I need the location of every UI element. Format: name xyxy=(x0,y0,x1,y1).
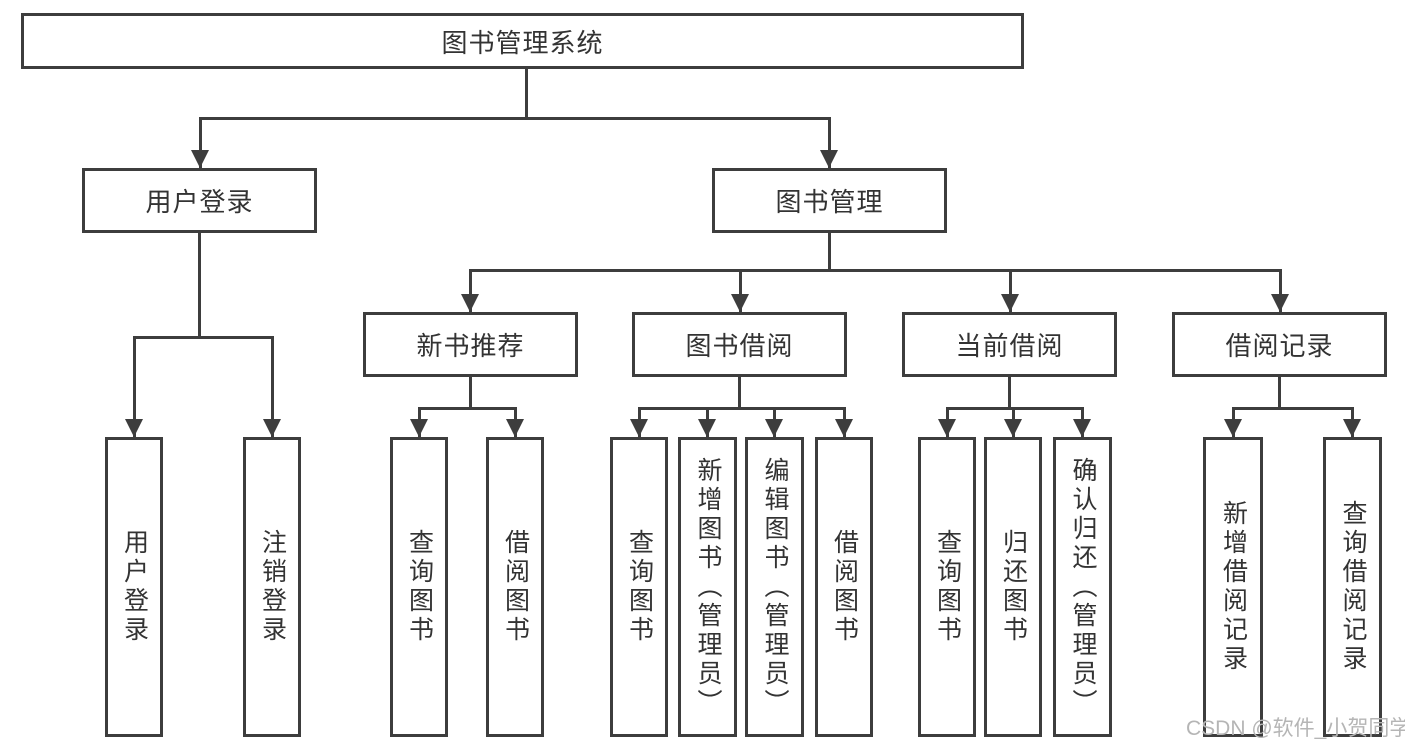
node-edit-books-admin: 编辑图书（管理员） xyxy=(745,437,804,737)
connector-line xyxy=(828,117,831,168)
connector-line xyxy=(946,407,1084,410)
arrow-down-icon xyxy=(1224,419,1242,437)
node-label: 确认归还（管理员） xyxy=(1069,456,1097,718)
connector-line xyxy=(739,269,742,312)
node-label: 注销登录 xyxy=(258,529,287,645)
node-label: 借阅图书 xyxy=(501,529,530,645)
connector-line xyxy=(199,117,831,120)
node-current-borrow: 当前借阅 xyxy=(902,312,1117,377)
arrow-down-icon xyxy=(835,419,853,437)
arrow-down-icon xyxy=(1271,294,1289,312)
watermark: CSDN @软件_小贺同学 xyxy=(1186,717,1405,740)
node-confirm-return-admin: 确认归还（管理员） xyxy=(1053,437,1112,737)
arrow-down-icon xyxy=(1004,419,1022,437)
node-current-query-books: 查询图书 xyxy=(918,437,976,737)
node-label: 编辑图书（管理员） xyxy=(761,456,789,718)
connector-line xyxy=(199,117,202,168)
arrow-down-icon xyxy=(506,419,524,437)
node-label: 新书推荐 xyxy=(416,331,525,361)
arrow-down-icon xyxy=(410,419,428,437)
connector-line xyxy=(1278,377,1281,408)
connector-line xyxy=(418,407,517,410)
node-recommend-query-books: 查询图书 xyxy=(390,437,448,737)
connector-line xyxy=(271,336,274,437)
node-borrow-records: 借阅记录 xyxy=(1172,312,1387,377)
arrow-down-icon xyxy=(698,419,716,437)
node-label: 查询借阅记录 xyxy=(1339,500,1367,674)
node-book-management: 图书管理 xyxy=(712,168,947,233)
node-logout: 注销登录 xyxy=(243,437,301,737)
node-borrow-books: 借阅图书 xyxy=(815,437,873,737)
node-add-borrow-record: 新增借阅记录 xyxy=(1203,437,1263,737)
arrow-down-icon xyxy=(630,419,648,437)
connector-line xyxy=(738,377,741,408)
connector-line xyxy=(828,233,831,270)
node-label: 当前借阅 xyxy=(955,331,1064,361)
arrow-down-icon xyxy=(1001,294,1019,312)
node-label: 查询图书 xyxy=(625,529,654,645)
node-label: 新增借阅记录 xyxy=(1219,500,1248,674)
connector-line xyxy=(469,377,472,408)
node-add-books-admin: 新增图书（管理员） xyxy=(678,437,737,737)
arrow-down-icon xyxy=(731,294,749,312)
connector-line xyxy=(133,336,273,339)
node-recommend-borrow-books: 借阅图书 xyxy=(486,437,544,737)
connector-line xyxy=(525,69,528,118)
connector-line xyxy=(469,269,472,312)
connector-line xyxy=(638,407,846,410)
arrow-down-icon xyxy=(461,294,479,312)
connector-line xyxy=(1232,407,1354,410)
arrow-down-icon xyxy=(191,150,209,168)
arrow-down-icon xyxy=(1073,419,1091,437)
node-label: 图书管理 xyxy=(775,187,884,217)
node-label: 查询图书 xyxy=(405,529,434,645)
node-library-system: 图书管理系统 xyxy=(21,13,1024,69)
node-return-books: 归还图书 xyxy=(984,437,1042,737)
node-label: 借阅记录 xyxy=(1225,331,1334,361)
connector-line xyxy=(198,233,201,337)
node-label: 查询图书 xyxy=(933,529,962,645)
connector-line xyxy=(1008,377,1011,408)
arrow-down-icon xyxy=(1343,419,1361,437)
arrow-down-icon xyxy=(765,419,783,437)
node-label: 图书借阅 xyxy=(685,331,794,361)
node-label: 新增图书（管理员） xyxy=(694,456,722,718)
connector-line xyxy=(469,269,1281,272)
node-query-borrow-record: 查询借阅记录 xyxy=(1323,437,1382,737)
node-label: 归还图书 xyxy=(999,529,1028,645)
node-book-borrow: 图书借阅 xyxy=(632,312,847,377)
node-label: 图书管理系统 xyxy=(441,27,604,58)
node-user-login-leaf: 用户登录 xyxy=(105,437,163,737)
connector-line xyxy=(1279,269,1282,312)
node-user-login: 用户登录 xyxy=(82,168,317,233)
connector-line xyxy=(1009,269,1012,312)
connector-line xyxy=(133,336,136,437)
arrow-down-icon xyxy=(125,419,143,437)
node-label: 用户登录 xyxy=(120,529,149,645)
arrow-down-icon xyxy=(263,419,281,437)
node-new-book-recommend: 新书推荐 xyxy=(363,312,578,377)
arrow-down-icon xyxy=(820,150,838,168)
node-label: 用户登录 xyxy=(145,187,254,217)
arrow-down-icon xyxy=(938,419,956,437)
node-borrow-query-books: 查询图书 xyxy=(610,437,668,737)
node-label: 借阅图书 xyxy=(830,529,859,645)
